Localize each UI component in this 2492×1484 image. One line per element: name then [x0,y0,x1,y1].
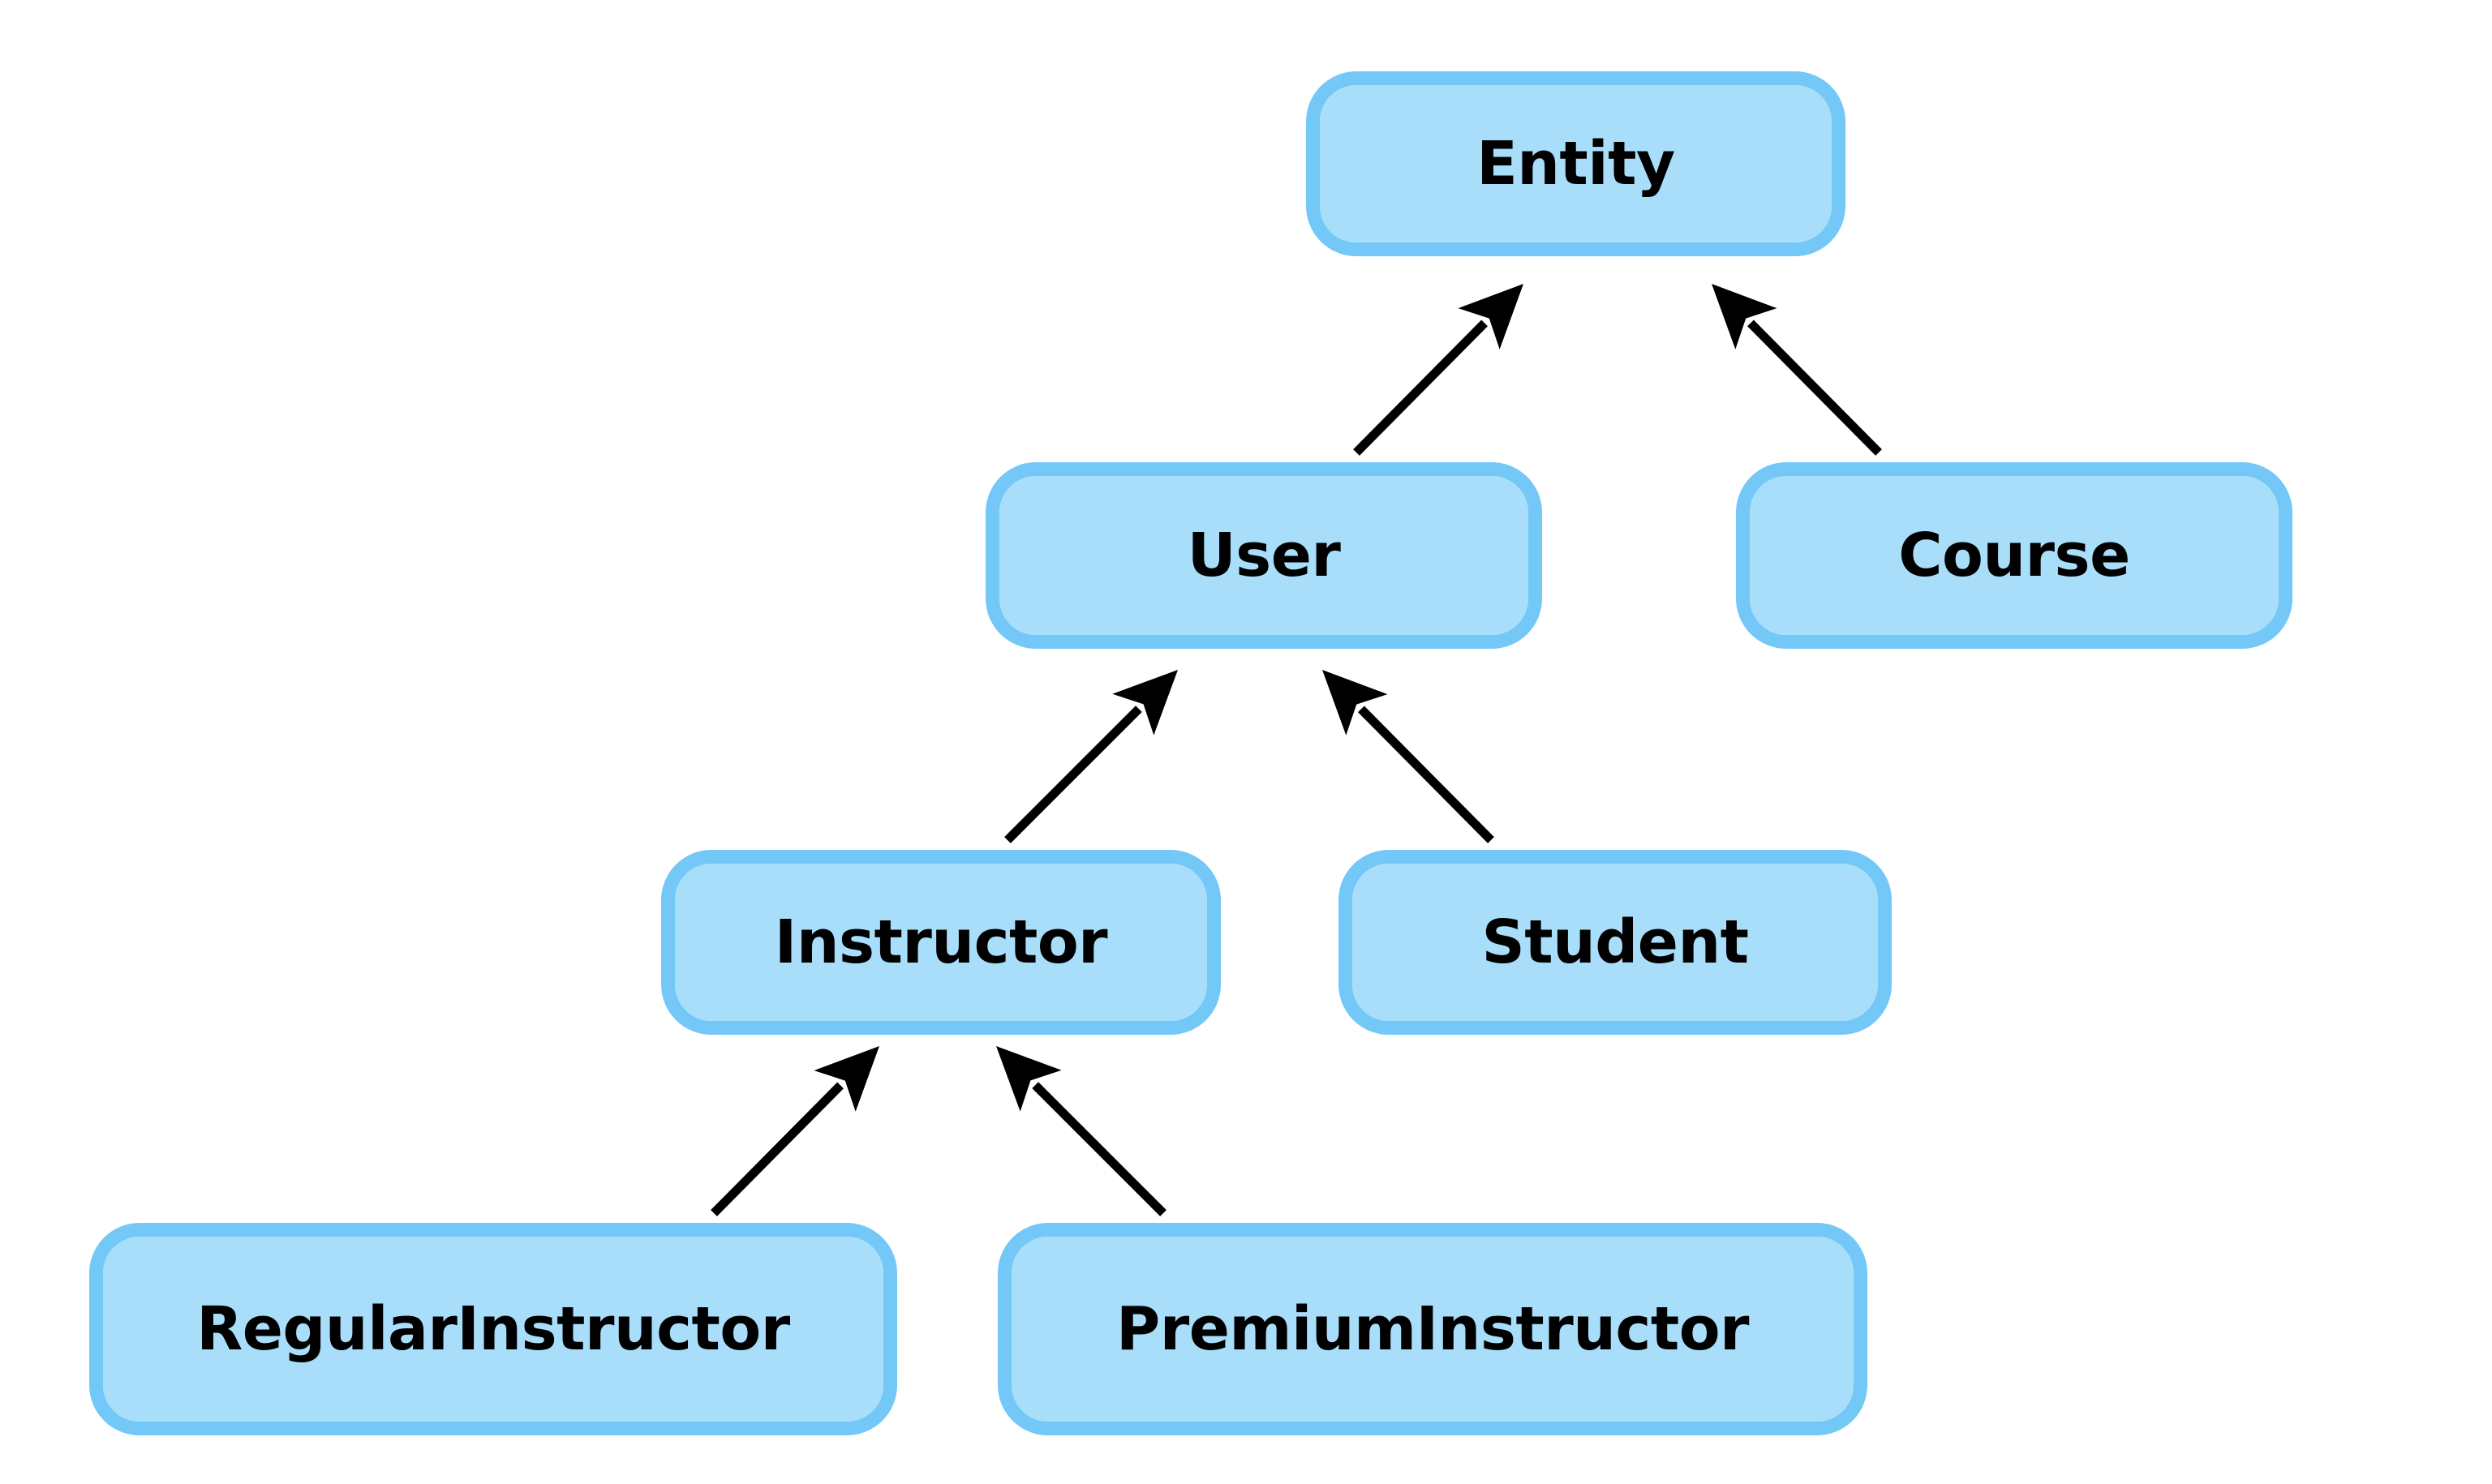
edge-arrowhead [1458,284,1523,350]
edge-line [1747,320,1882,456]
edge-arrowhead [1322,670,1388,736]
edge-line [1004,706,1142,843]
edge-arrowhead [996,1046,1062,1112]
node-label-entity: Entity [1476,129,1675,199]
node-regularinstructor[interactable]: RegularInstructor [89,1223,897,1435]
node-label-instructor: Instructor [774,907,1108,977]
node-label-premiuminstructor: PremiumInstructor [1115,1294,1750,1364]
node-label-regularinstructor: RegularInstructor [196,1294,790,1364]
edge-line [711,1082,844,1216]
edge-arrowhead [1112,670,1178,736]
node-label-user: User [1187,521,1341,590]
edge-arrowhead [814,1046,879,1112]
edge-regularinstructor-instructor [711,1046,879,1216]
node-course[interactable]: Course [1736,462,2292,649]
edge-arrowhead [1712,284,1777,350]
edge-line [1353,320,1488,456]
edge-instructor-user [1004,670,1178,843]
node-premiuminstructor[interactable]: PremiumInstructor [998,1223,1867,1435]
node-instructor[interactable]: Instructor [661,850,1221,1035]
edge-user-entity [1353,284,1523,456]
edge-student-user [1322,670,1494,843]
node-label-student: Student [1481,907,1749,977]
node-user[interactable]: User [986,462,1542,649]
edge-course-entity [1712,284,1882,456]
node-student[interactable]: Student [1338,850,1892,1035]
edge-line [1032,1082,1167,1216]
node-label-course: Course [1898,521,2130,590]
node-entity[interactable]: Entity [1306,71,1845,256]
edge-premiuminstructor-instructor [996,1046,1167,1216]
edge-line [1358,706,1494,843]
